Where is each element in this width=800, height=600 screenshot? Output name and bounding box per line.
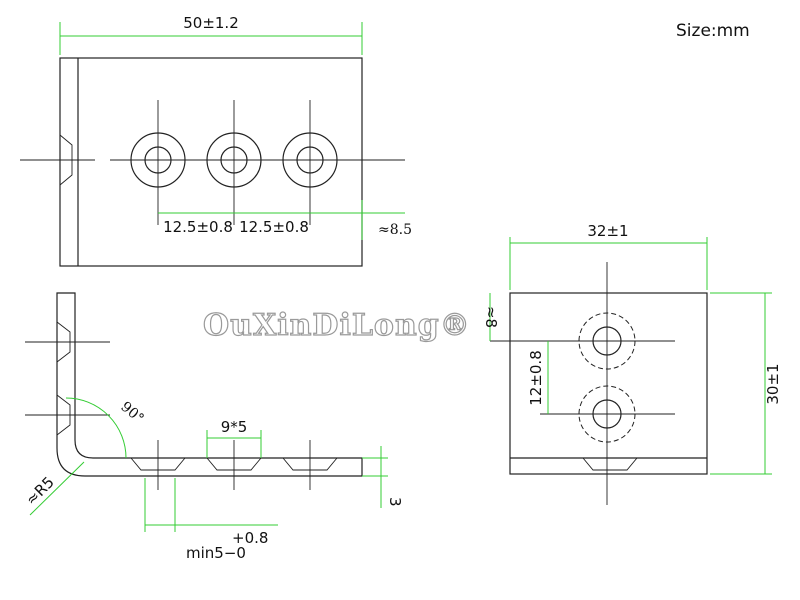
- min-length-dimension: +0.8 min5−0: [144, 478, 278, 562]
- bend-radius-label: ≈R5: [22, 473, 58, 509]
- right-view-height-dimension: 30±1: [710, 292, 782, 475]
- right-view-edge-label: ≈8: [482, 306, 500, 328]
- slot-size-label: 9*5: [221, 418, 248, 436]
- top-view-hole: [206, 100, 262, 225]
- top-view-hole: [130, 100, 186, 225]
- right-view-height-label: 30±1: [764, 363, 782, 404]
- angle-dimension: 90°: [65, 397, 147, 459]
- right-view-hole-spacing-dimension: 12±0.8: [527, 341, 549, 414]
- top-view-outline: [59, 57, 363, 267]
- angle-label: 90°: [117, 399, 146, 427]
- slot-size-dimension: 9*5: [206, 418, 262, 458]
- size-unit-note: Size:mm: [676, 21, 750, 41]
- top-view-hole: [282, 100, 338, 225]
- top-view-width-label: 50±1.2: [183, 14, 239, 32]
- min-length-label: min5−0: [186, 544, 246, 562]
- hole-spacing-label-2: 12.5±0.8: [239, 218, 309, 236]
- tolerance-plus-label: +0.8: [232, 529, 268, 547]
- watermark: OuXinDiLong®: [203, 308, 471, 343]
- bend-radius-dimension: ≈R5: [22, 461, 85, 516]
- thickness-label: 3: [386, 497, 404, 507]
- right-view-width-label: 32±1: [587, 222, 628, 240]
- right-view-hole-spacing-label: 12±0.8: [527, 350, 545, 406]
- top-view-width-dimension: 50±1.2: [59, 14, 363, 55]
- top-view-hole-spacing-dimension: 12.5±0.8 12.5±0.8 ≈8.5: [158, 200, 412, 240]
- thickness-dimension: 3: [362, 446, 404, 508]
- right-view-outline: [509, 292, 708, 475]
- top-edge-distance-label: ≈8.5: [378, 222, 412, 238]
- hole-spacing-label-1: 12.5±0.8: [163, 218, 233, 236]
- right-view: [490, 262, 708, 505]
- right-view-edge-dimension: ≈8: [482, 293, 500, 341]
- right-view-width-dimension: 32±1: [509, 222, 708, 290]
- top-view: [20, 57, 405, 267]
- right-view-countersink: [582, 457, 638, 471]
